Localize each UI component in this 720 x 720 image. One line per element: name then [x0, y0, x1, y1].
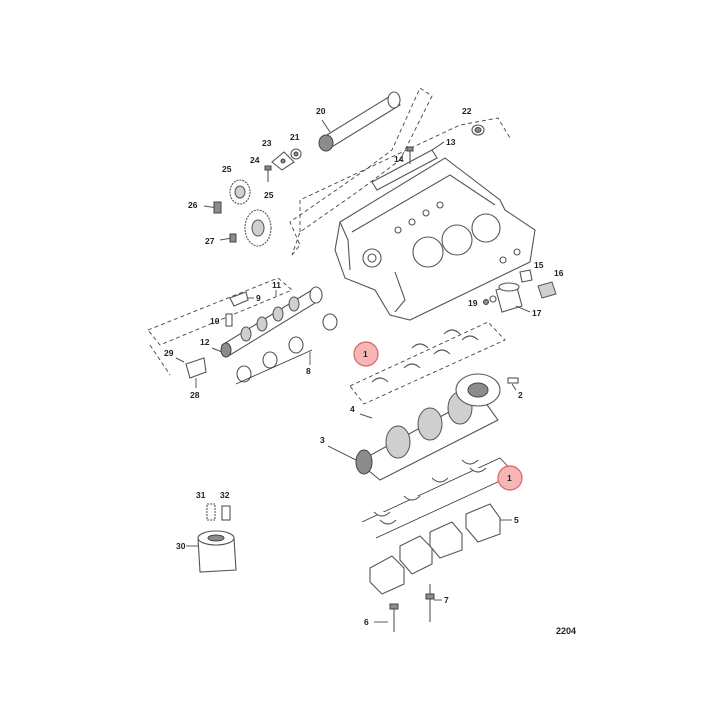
- part-8-cam-bearings: 8: [235, 313, 338, 385]
- part-15-fitting: 15: [519, 260, 544, 283]
- part-16-sensor: 16: [537, 268, 564, 299]
- engine-block-front-bore-inner: [367, 253, 377, 263]
- engine-block: [334, 157, 536, 321]
- callout-25-upper: 25: [222, 164, 232, 174]
- part-25-gear-upper: 25: [222, 164, 251, 205]
- part-30-oil-filter: 30: [176, 530, 237, 573]
- part-20-balance-shaft: 20: [316, 91, 401, 152]
- block-bolt-hole: [499, 256, 507, 264]
- part-1-main-bearings-lower: [361, 457, 516, 539]
- part-28-retainer-plate: 28: [185, 357, 207, 400]
- part-27-bolt: 27: [205, 233, 237, 246]
- callout-26: 26: [188, 200, 198, 210]
- highlight-marker-lower: [497, 465, 523, 491]
- part-12-screw: 12: [200, 337, 223, 353]
- drawing-code: 2204: [556, 626, 576, 636]
- callout-7: 7: [444, 595, 449, 605]
- callout-14: 14: [394, 154, 404, 164]
- callout-6: 6: [364, 617, 369, 627]
- callout-30: 30: [176, 541, 186, 551]
- cylinder-bore-3: [471, 213, 501, 243]
- callout-5: 5: [514, 515, 519, 525]
- part-24-screw: 24: [250, 155, 272, 182]
- engine-block-front: [339, 221, 351, 271]
- camshaft-group-edge: [149, 344, 171, 376]
- part-1-main-bearings-upper: [349, 321, 506, 405]
- callout-4: 4: [350, 404, 355, 414]
- part-31-fitting: 31: [196, 490, 216, 521]
- callout-1-upper: 1: [363, 349, 368, 359]
- callout-21: 21: [290, 132, 300, 142]
- part-29-bolt: 29: [164, 348, 185, 363]
- part-17-sender: 17: [495, 282, 542, 318]
- callout-25-lower: 25: [264, 190, 274, 200]
- group-boundaries: [147, 87, 511, 376]
- engine-block-skirt: [394, 271, 406, 313]
- callout-29: 29: [164, 348, 174, 358]
- part-5-main-caps: 5: [369, 503, 519, 595]
- part-6-bolt: 6: [364, 603, 399, 632]
- part-25-gear-lower: 25: [244, 190, 274, 247]
- part-19-fitting: 19: [468, 295, 497, 308]
- callout-8: 8: [306, 366, 311, 376]
- callout-1-lower: 1: [507, 473, 512, 483]
- part-21-nut: 21: [290, 132, 302, 160]
- part-22-plug: 22: [462, 106, 485, 136]
- camshaft-group-boundary: [147, 277, 293, 346]
- part-32-fitting: 32: [220, 490, 231, 521]
- part-23-retainer: 23: [262, 138, 295, 171]
- callout-1-upper-group: 1: [353, 341, 379, 367]
- block-bolt-hole: [408, 218, 416, 226]
- callout-12: 12: [200, 337, 210, 347]
- highlight-marker-upper: [353, 341, 379, 367]
- part-10-plunger: 10: [210, 313, 233, 327]
- block-bolt-hole: [513, 248, 521, 256]
- callout-24: 24: [250, 155, 260, 165]
- engine-block-deck: [351, 174, 496, 233]
- callout-19: 19: [468, 298, 478, 308]
- callout-23: 23: [262, 138, 272, 148]
- callout-31: 31: [196, 490, 206, 500]
- part-7-stud: 7: [425, 584, 449, 622]
- callout-27: 27: [205, 236, 215, 246]
- part-26-bolt: 26: [188, 200, 222, 214]
- callout-11: 11: [272, 280, 281, 290]
- part-14-bolt: 14: [394, 146, 414, 164]
- part-2-dowel: 2: [507, 377, 523, 400]
- part-11-camshaft: 11: [220, 280, 323, 358]
- part-4-key: 4: [350, 404, 373, 419]
- callout-13: 13: [446, 137, 456, 147]
- callout-3: 3: [320, 435, 325, 445]
- cam-drive-group-boundary: [289, 87, 433, 256]
- callout-9: 9: [256, 293, 261, 303]
- part-13-lifter-guide: 13: [371, 137, 456, 191]
- block-bolt-hole: [436, 201, 444, 209]
- block-bolt-hole: [422, 209, 430, 217]
- callout-15: 15: [534, 260, 544, 270]
- block-bolt-hole: [394, 226, 402, 234]
- callout-20: 20: [316, 106, 326, 116]
- callout-16: 16: [554, 268, 564, 278]
- callout-10: 10: [210, 316, 220, 326]
- callout-2: 2: [518, 390, 523, 400]
- part-9-bracket: 9: [229, 291, 261, 307]
- cylinder-bore-1: [412, 236, 444, 268]
- block-group-boundary: [299, 117, 511, 232]
- callout-1-lower-group: 1: [497, 465, 523, 491]
- callout-28: 28: [190, 390, 200, 400]
- part-3-crankshaft: 3: [320, 373, 501, 481]
- callout-17: 17: [532, 308, 542, 318]
- callout-32: 32: [220, 490, 230, 500]
- cylinder-bore-2: [441, 224, 473, 256]
- callout-22: 22: [462, 106, 472, 116]
